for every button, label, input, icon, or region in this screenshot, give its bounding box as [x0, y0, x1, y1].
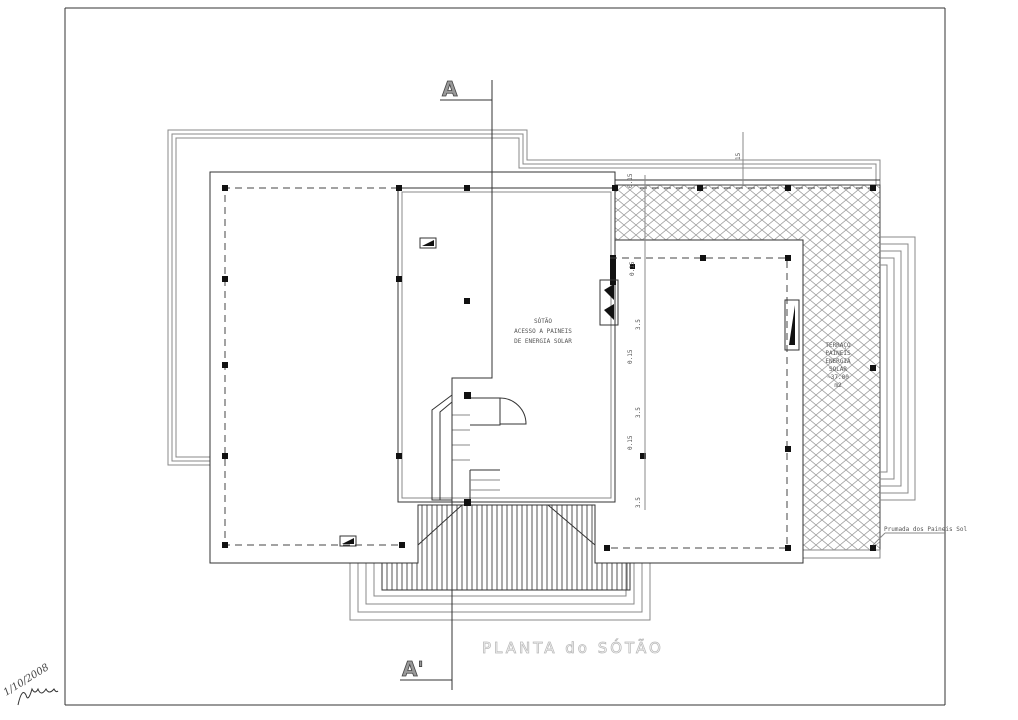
terrace-line-1: TERRAÇO — [825, 342, 851, 349]
dim-8: 15 — [735, 152, 742, 160]
callout: Prumada dos Paineis Sol — [872, 526, 967, 546]
drawing-title: PLANTA do SÓTÃO — [482, 638, 664, 657]
roof-outline — [167, 129, 881, 466]
room-name: SÓTÃO — [534, 318, 552, 325]
skylight-symbols — [339, 237, 800, 547]
dim-6: 0.15 — [627, 435, 634, 450]
terrace-line-4: SOLAR — [829, 366, 847, 373]
beam-lines — [224, 187, 872, 549]
terrace-line-3: ENERGIA — [825, 358, 851, 365]
terrace-line-5: ~37.00 — [827, 374, 849, 381]
right-steps — [880, 236, 916, 501]
terrace-line-6: m2 — [834, 382, 842, 389]
section-mark-a: A — [442, 77, 458, 101]
dim-3: 3.5 — [635, 319, 642, 330]
dim-5: 3.5 — [635, 407, 642, 418]
section-line: A A' — [400, 77, 493, 690]
dimension-lines: 0.15 0.15 3.5 0.15 3.5 0.15 3.5 15 — [627, 132, 744, 510]
dim-4: 0.15 — [627, 349, 634, 364]
dim-7: 3.5 — [635, 497, 642, 508]
sheet-border — [64, 7, 946, 706]
terrace-line-2: PAINEIS — [825, 350, 851, 357]
room-desc-2: DE ENERGIA SOLAR — [514, 338, 572, 345]
signature-date: 1/10/2008 — [2, 662, 51, 699]
bottom-roof — [381, 504, 631, 591]
dim-1: 0.15 — [627, 173, 634, 188]
callout-text: Prumada dos Paineis Sol — [884, 526, 967, 533]
signature-block: 1/10/2008 — [2, 662, 59, 706]
terrace-label: TERRAÇO PAINEIS ENERGIA SOLAR ~37.00 m2 — [825, 342, 851, 389]
attic-label: SÓTÃO ACESSO A PAINEIS DE ENERGIA SOLAR — [514, 318, 572, 345]
columns — [222, 185, 876, 551]
stair — [431, 394, 527, 501]
attic-room — [397, 187, 619, 503]
room-desc-1: ACESSO A PAINEIS — [514, 328, 572, 335]
dim-2: 0.15 — [629, 261, 636, 276]
signature-scribble — [17, 687, 59, 706]
section-mark-a-prime: A' — [402, 657, 424, 681]
